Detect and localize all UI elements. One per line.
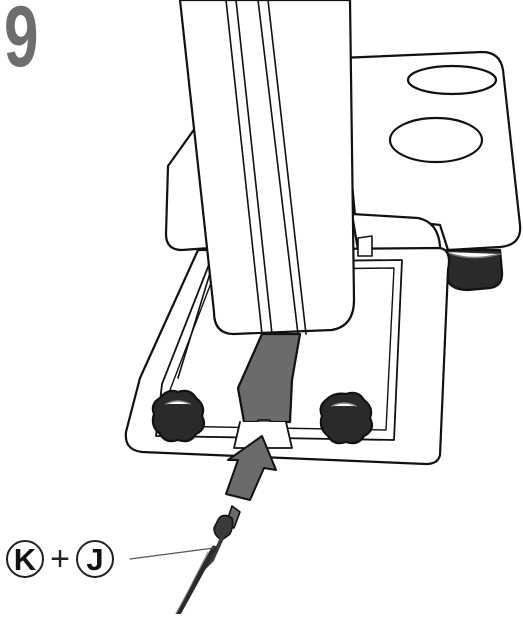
adjustment-knob-left (151, 389, 206, 443)
vertical-post (178, 0, 356, 336)
plus-sign: + (50, 540, 70, 578)
step-number: 9 (4, 0, 38, 85)
insertion-arrow (225, 435, 277, 501)
callout-leader-line (129, 547, 215, 560)
part-label-j: J (76, 540, 114, 578)
mounting-hole-lower (388, 116, 484, 164)
mounting-hole-upper (406, 64, 498, 96)
caster-wheel (444, 248, 504, 292)
cable (175, 545, 217, 617)
cable-channel (233, 332, 302, 449)
back-mounting-plate (338, 50, 522, 252)
part-label-k: K (6, 540, 44, 578)
parts-callout: K + J (6, 536, 114, 582)
adjustment-knob-right (319, 391, 374, 445)
